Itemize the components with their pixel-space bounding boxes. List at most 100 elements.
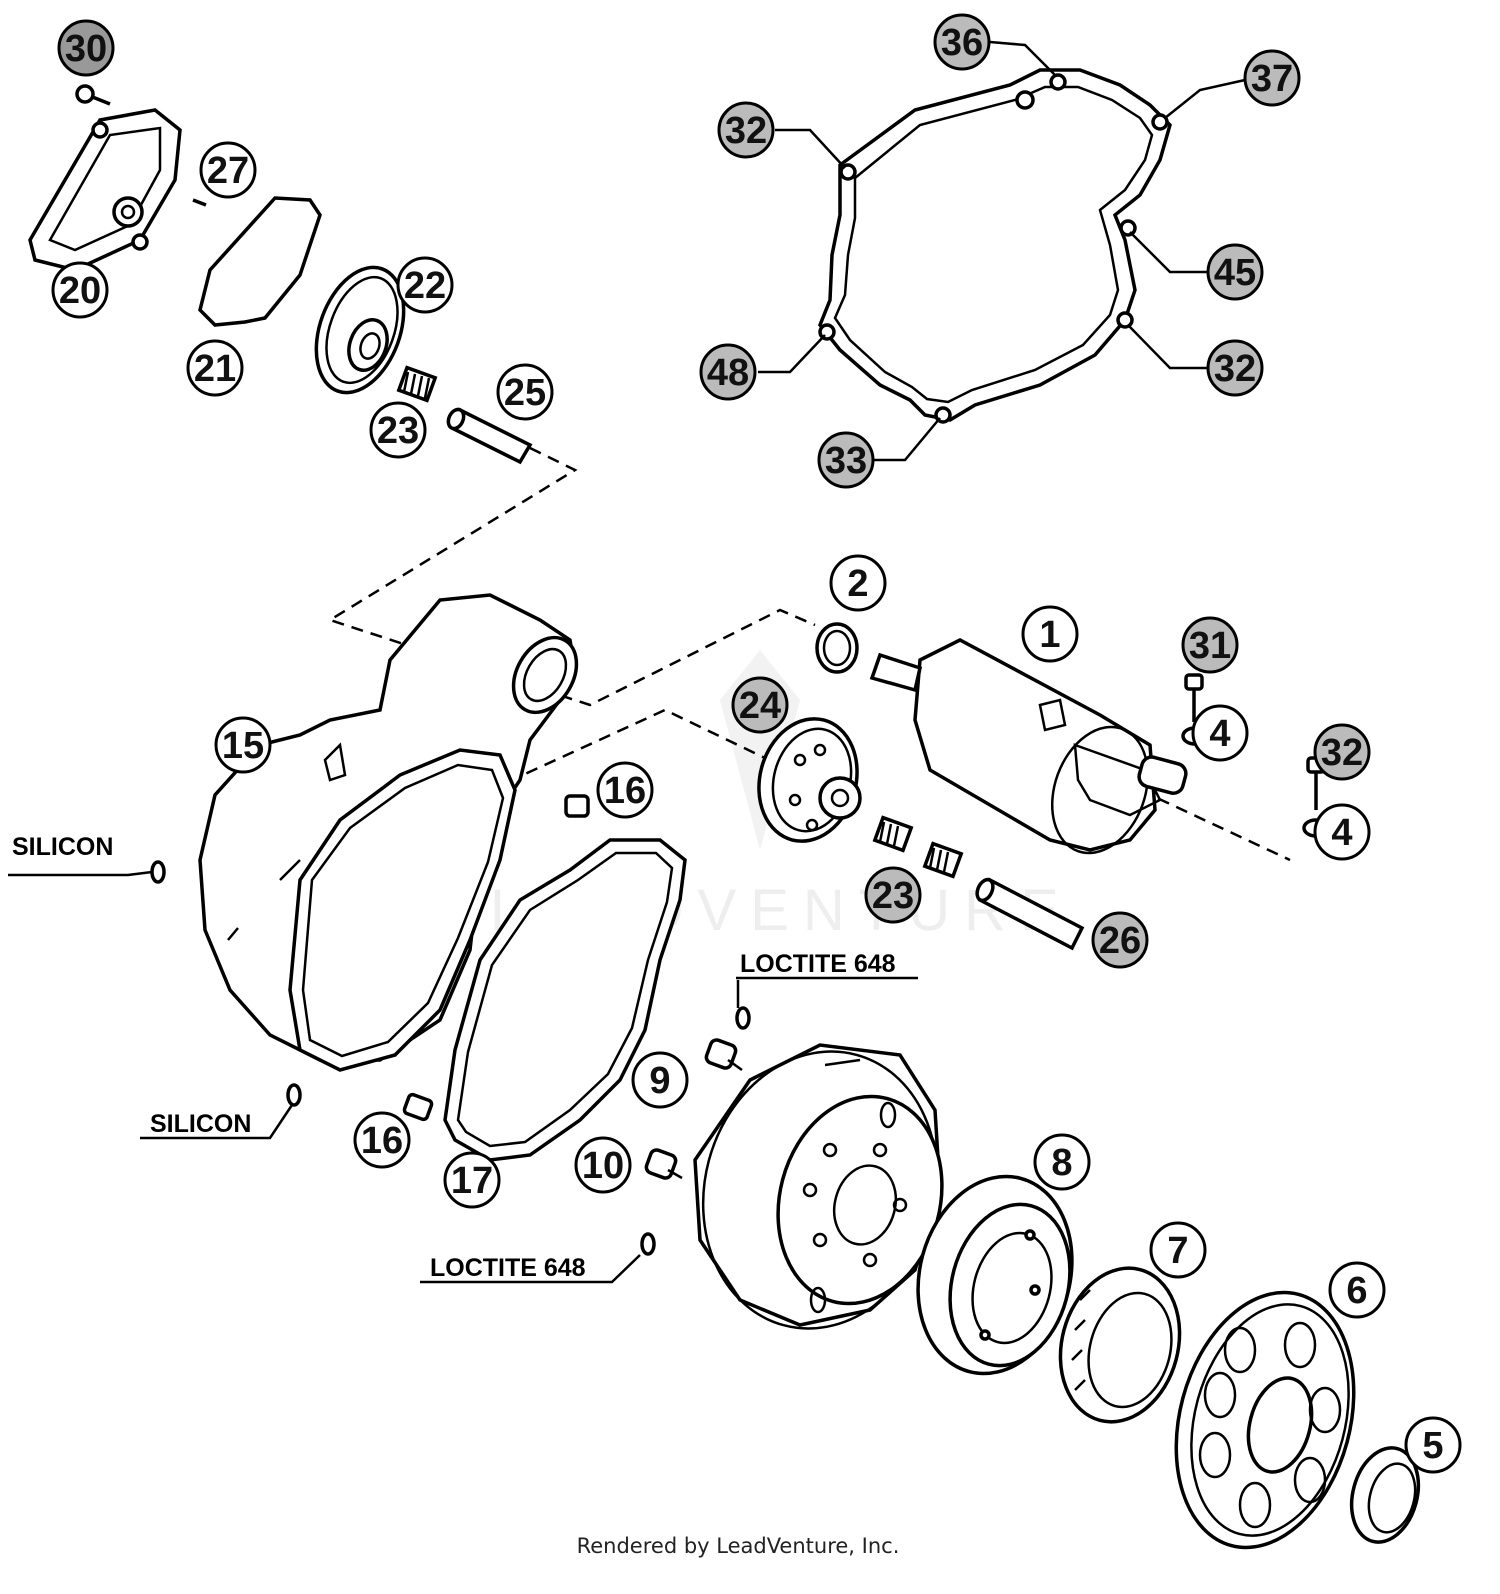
silicon-dab-1 — [150, 860, 166, 884]
callout-circle — [1313, 723, 1371, 781]
gasket-21 — [198, 196, 322, 327]
callout-circle — [1243, 49, 1301, 107]
callout-number: 32 — [1214, 348, 1256, 390]
o-ring-2 — [815, 622, 859, 674]
callout-number: 5 — [1422, 1425, 1443, 1467]
callout-circle — [214, 716, 272, 774]
callout-circle — [574, 1136, 632, 1194]
loctite-dab-2 — [640, 1232, 656, 1256]
callout-4-top: 4 — [1191, 704, 1249, 762]
bolt-31 — [1184, 673, 1204, 722]
starter-motor-1 — [869, 638, 1188, 855]
freewheel-cage-7 — [1058, 1266, 1182, 1424]
callout-circle — [731, 676, 789, 734]
callout-number: 32 — [725, 110, 767, 152]
callout-33: 33 — [817, 431, 875, 489]
needle-bearing-23-top — [396, 365, 438, 403]
callout-circle — [51, 261, 109, 319]
callout-2: 2 — [829, 554, 887, 612]
callout-number: 4 — [1331, 812, 1352, 854]
gear-22 — [314, 265, 406, 395]
ring-gear-6 — [1174, 1290, 1356, 1550]
callout-circle — [496, 363, 554, 421]
callout-circle — [699, 343, 757, 401]
flywheel — [693, 1043, 944, 1330]
callout-16-top: 16 — [596, 761, 654, 819]
callout-circle — [1021, 605, 1079, 663]
callout-36: 36 — [933, 13, 991, 71]
screw-10 — [644, 1148, 683, 1180]
callout-circle — [443, 1151, 501, 1209]
callout-6: 6 — [1328, 1261, 1386, 1319]
callout-number: 16 — [361, 1120, 403, 1162]
callout-circle — [631, 1051, 689, 1109]
callout-number: 24 — [739, 685, 781, 727]
callout-15: 15 — [214, 716, 272, 774]
callout-number: 27 — [207, 150, 249, 192]
callout-circle — [1206, 339, 1264, 397]
callout-circle — [829, 554, 887, 612]
callout-number: 1 — [1039, 614, 1060, 656]
callout-22: 22 — [396, 256, 454, 314]
callout-circle — [396, 256, 454, 314]
callout-number: 2 — [847, 563, 868, 605]
note-silicon-1: SILICON — [12, 833, 113, 861]
callout-number: 36 — [941, 22, 983, 64]
callout-23-mid: 23 — [864, 866, 922, 924]
leader-lines — [8, 40, 1246, 1284]
callout-8: 8 — [1033, 1133, 1091, 1191]
callout-30: 30 — [57, 19, 115, 77]
callout-25: 25 — [496, 363, 554, 421]
callout-5: 5 — [1404, 1416, 1462, 1474]
callout-number: 21 — [194, 348, 236, 390]
note-loctite-1: LOCTITE 648 — [740, 950, 896, 978]
note-silicon-2: SILICON — [150, 1110, 251, 1138]
callout-number: 7 — [1167, 1230, 1188, 1272]
dashed-line-gear-24 — [489, 708, 791, 792]
callout-number: 45 — [1214, 252, 1256, 294]
callout-7: 7 — [1149, 1221, 1207, 1279]
callout-circle — [1181, 616, 1239, 674]
callout-number: 9 — [649, 1060, 670, 1102]
callout-23-top: 23 — [369, 401, 427, 459]
freewheel-8 — [916, 1174, 1074, 1376]
callout-circle — [1328, 1261, 1386, 1319]
callout-21: 21 — [186, 339, 244, 397]
callout-48: 48 — [699, 343, 757, 401]
callout-32-mid: 32 — [1206, 339, 1264, 397]
callout-number: 15 — [222, 725, 264, 767]
cover-gasket-inner — [288, 748, 517, 1072]
callout-4-bottom: 4 — [1313, 803, 1371, 861]
callout-number: 22 — [404, 265, 446, 307]
callout-circle — [1313, 803, 1371, 861]
callout-circle — [817, 431, 875, 489]
screw-30 — [75, 84, 111, 106]
footer-credit: Rendered by LeadVenture, Inc. — [577, 1534, 900, 1558]
callout-10: 10 — [574, 1136, 632, 1194]
callout-circle — [1404, 1416, 1462, 1474]
loctite-dab-1 — [735, 1006, 751, 1030]
callout-number: 33 — [825, 440, 867, 482]
shaft-25 — [446, 407, 533, 465]
callout-circle — [1091, 911, 1149, 969]
callout-number: 23 — [377, 410, 419, 452]
callout-17: 17 — [443, 1151, 501, 1209]
callout-number: 20 — [59, 270, 101, 312]
callout-number: 25 — [504, 372, 546, 414]
callout-32-top: 32 — [717, 101, 775, 159]
callout-26: 26 — [1091, 911, 1149, 969]
callout-circle — [1206, 243, 1264, 301]
callout-number: 23 — [872, 875, 914, 917]
dashed-line-starter-bolt — [1139, 788, 1291, 862]
callouts: 30 27 20 22 21 25 23 36 37 32 45 48 32 3… — [51, 13, 1462, 1474]
callout-circle — [717, 101, 775, 159]
pump-cover-20 — [28, 108, 182, 272]
shaft-26 — [975, 877, 1085, 951]
callout-24: 24 — [731, 676, 789, 734]
dashed-line-shaft-25 — [327, 446, 816, 707]
callout-number: 6 — [1346, 1270, 1367, 1312]
callout-circle — [933, 13, 991, 71]
callout-circle — [369, 401, 427, 459]
callout-16-bottom: 16 — [353, 1111, 411, 1169]
